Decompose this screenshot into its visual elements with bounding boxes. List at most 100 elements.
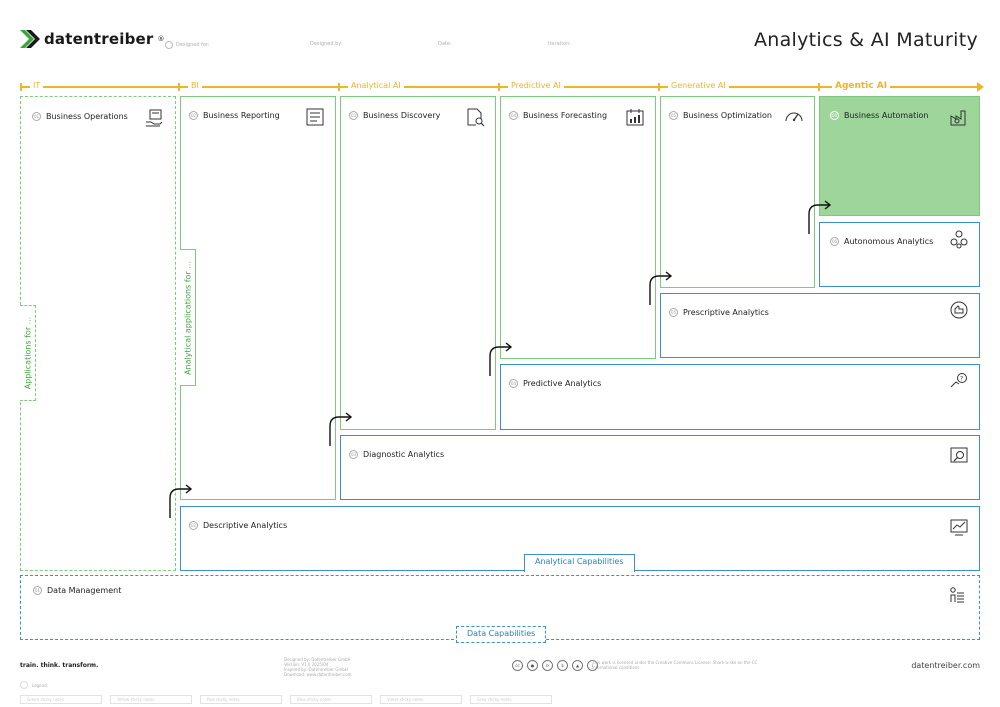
diagnostic-analytics-header: 03 Diagnostic Analytics xyxy=(349,450,444,459)
timeline-arrow-icon xyxy=(977,82,984,92)
business-operations-label: Business Operations xyxy=(46,112,128,121)
applications-for-tab: Applications for ... xyxy=(20,305,36,401)
document-search-icon xyxy=(467,108,485,127)
business-discovery-box[interactable]: 03 Business Discovery xyxy=(340,96,496,430)
legend-marker-icon xyxy=(20,681,28,689)
autonomous-analytics-label: Autonomous Analytics xyxy=(844,237,934,246)
iteration-field[interactable]: Iteration: xyxy=(548,41,571,47)
business-automation-box[interactable]: 06 Business Automation xyxy=(819,96,980,216)
business-optimization-label: Business Optimization xyxy=(683,111,772,120)
predictive-analytics-label: Predictive Analytics xyxy=(523,379,602,388)
diagnose-magnifier-icon xyxy=(950,447,968,463)
prediction-icon: ? xyxy=(950,373,967,388)
number-marker-icon: 01 xyxy=(33,586,42,595)
maturity-timeline: IT BI Analytical AI Predictive AI Genera… xyxy=(20,80,984,92)
number-marker-icon: 05 xyxy=(669,111,678,120)
number-marker-icon: 04 xyxy=(509,111,518,120)
footer-credits: Designed by: Datentreiber GmbH Version: … xyxy=(284,657,352,677)
number-marker-icon: 03 xyxy=(349,111,358,120)
forecast-calendar-icon xyxy=(626,109,644,126)
nc-icon: $ xyxy=(557,660,568,671)
credit-line: Inspired by: Datentreiber GmbH xyxy=(284,667,348,672)
footer-slogan: train. think. transform. xyxy=(20,662,99,669)
business-automation-header: 06 Business Automation xyxy=(830,111,928,120)
legend-row: Green sticky notes Yellow sticky notes R… xyxy=(20,695,552,704)
business-optimization-header: 05 Business Optimization xyxy=(669,111,772,120)
legend-item: Red sticky notes xyxy=(200,695,282,704)
number-marker-icon: 05 xyxy=(669,308,678,317)
designed-by-field[interactable]: Designed by: xyxy=(310,41,343,47)
timeline-tick xyxy=(498,83,500,91)
predictive-analytics-header: 04 Predictive Analytics xyxy=(509,379,601,388)
business-discovery-label: Business Discovery xyxy=(363,111,441,120)
diagnostic-analytics-box[interactable]: 03 Diagnostic Analytics xyxy=(340,435,980,500)
brand-registered: ® xyxy=(157,35,165,43)
number-marker-icon: 02 xyxy=(189,111,198,120)
logo-mark-icon xyxy=(20,30,40,48)
autonomous-analytics-box[interactable]: 06 Autonomous Analytics xyxy=(819,222,980,287)
license-text: This work is licensed under the Creative… xyxy=(592,660,758,670)
designed-for-field[interactable]: Designed for: xyxy=(165,41,210,49)
timeline-tick xyxy=(20,83,22,91)
data-capabilities-tab: Data Capabilities xyxy=(456,626,547,643)
business-operations-box[interactable]: 01 Business Operations xyxy=(22,98,174,569)
progression-arrow-icon xyxy=(169,484,193,518)
applications-for-label: Applications for ... xyxy=(23,316,32,390)
business-reporting-label: Business Reporting xyxy=(203,111,280,120)
business-operations-header: 01 Business Operations xyxy=(32,112,128,121)
business-forecasting-label: Business Forecasting xyxy=(523,111,608,120)
analytical-capabilities-tab: Analytical Capabilities xyxy=(524,554,635,572)
logo: datentreiber ® xyxy=(20,28,164,50)
legend-item: Grey sticky notes xyxy=(470,695,552,704)
number-marker-icon: 02 xyxy=(189,521,198,530)
legend-item: Blue sticky notes xyxy=(290,695,372,704)
number-marker-icon: 03 xyxy=(349,450,358,459)
recommendation-icon xyxy=(950,301,968,319)
number-marker-icon: 01 xyxy=(32,112,41,121)
analytical-applications-for-tab: Analytical applications for ... xyxy=(180,249,196,386)
data-management-header: 01 Data Management xyxy=(33,586,121,595)
info-icon: i xyxy=(587,660,598,671)
descriptive-analytics-header: 02 Descriptive Analytics xyxy=(189,521,287,530)
legend-item: Green sticky notes xyxy=(20,695,102,704)
progression-arrow-icon xyxy=(649,271,673,305)
timeline-label-bi: BI xyxy=(188,80,202,92)
legend-header: Legend: xyxy=(20,681,48,689)
footer-url[interactable]: datentreiber.com xyxy=(911,661,980,670)
automation-factory-icon xyxy=(950,110,966,126)
by-icon: ● xyxy=(527,660,538,671)
business-optimization-box[interactable]: 05 Business Optimization xyxy=(660,96,815,288)
timeline-label-it: IT xyxy=(30,80,44,92)
date-field[interactable]: Date: xyxy=(438,41,452,47)
progression-arrow-icon xyxy=(489,342,513,376)
share-icon: ▲ xyxy=(572,660,583,671)
timeline-label-generative-ai: Generative AI xyxy=(668,80,729,92)
designed-by-label: Designed by: xyxy=(310,41,343,47)
number-marker-icon: 04 xyxy=(509,379,518,388)
prescriptive-analytics-box[interactable]: 05 Prescriptive Analytics xyxy=(660,293,980,358)
svg-text:?: ? xyxy=(960,376,963,383)
business-reporting-box[interactable]: 02 Business Reporting xyxy=(180,96,336,500)
predictive-analytics-box[interactable]: 04 Predictive Analytics ? xyxy=(500,364,980,430)
autonomous-analytics-header: 06 Autonomous Analytics xyxy=(830,237,933,246)
timeline-label-predictive-ai: Predictive AI xyxy=(508,80,564,92)
license-icons: cc ● ⟳ $ ▲ i xyxy=(512,660,598,671)
credit-line: Download: www.datentreiber.com xyxy=(284,672,352,677)
prescriptive-analytics-label: Prescriptive Analytics xyxy=(683,308,769,317)
timeline-tick xyxy=(178,83,180,91)
report-list-icon xyxy=(306,108,324,126)
page-title: Analytics & AI Maturity xyxy=(753,29,978,51)
prescriptive-analytics-header: 05 Prescriptive Analytics xyxy=(669,308,769,317)
timeline-label-agentic-ai: Agentic AI xyxy=(832,80,891,92)
analytical-applications-for-label: Analytical applications for ... xyxy=(183,260,192,375)
timeline-tick xyxy=(658,83,660,91)
business-forecasting-box[interactable]: 04 Business Forecasting xyxy=(500,96,656,359)
field-marker-icon xyxy=(165,41,173,49)
number-marker-icon: 06 xyxy=(830,237,839,246)
business-automation-label: Business Automation xyxy=(844,111,929,120)
speedometer-icon xyxy=(785,112,803,122)
timeline-label-analytical-ai: Analytical AI xyxy=(348,80,404,92)
progression-arrow-icon xyxy=(329,412,353,446)
number-marker-icon: 06 xyxy=(830,111,839,120)
business-reporting-header: 02 Business Reporting xyxy=(189,111,280,120)
